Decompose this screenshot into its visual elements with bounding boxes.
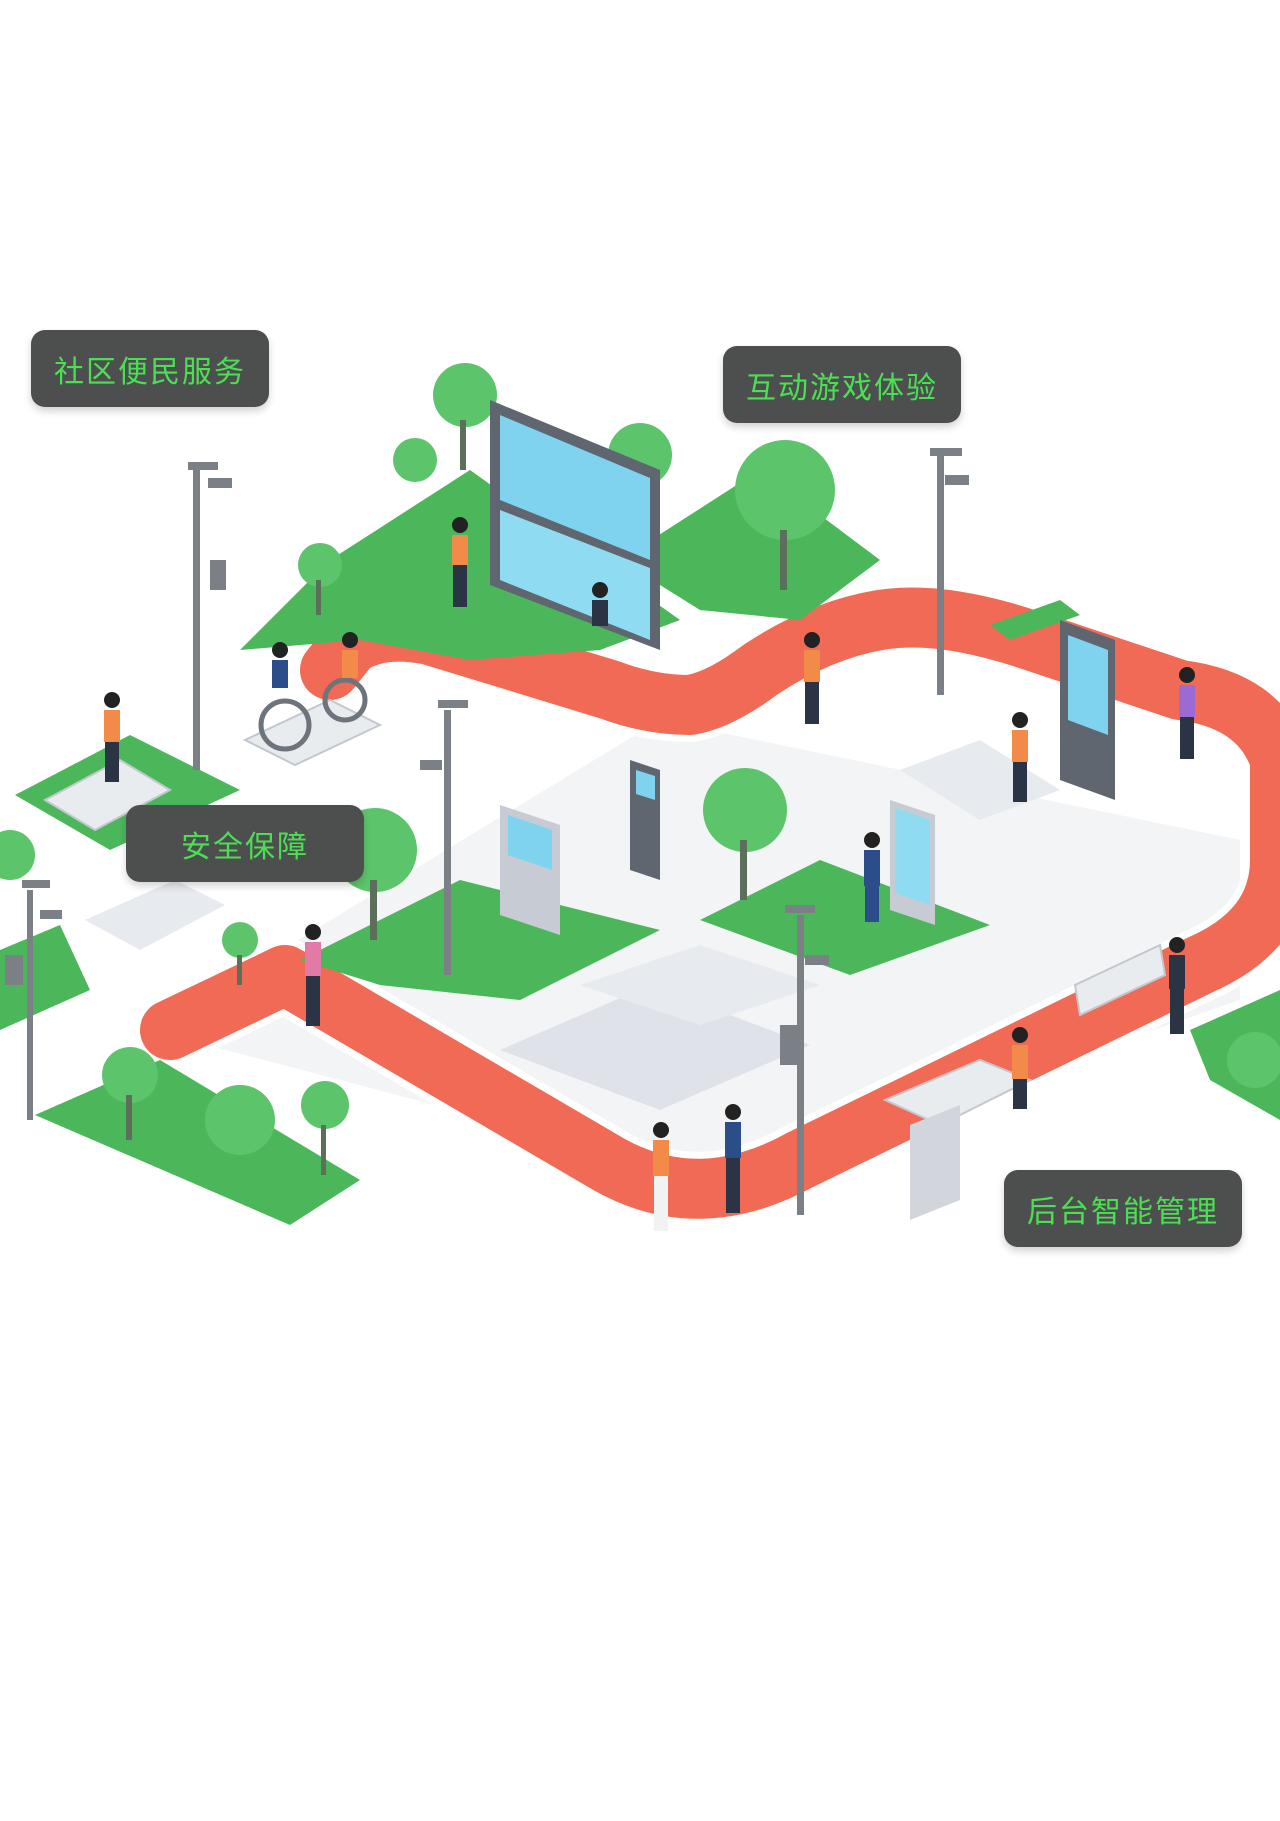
label-backend-management: 后台智能管理 [1004,1170,1242,1247]
label-community-services: 社区便民服务 [31,330,269,407]
label-text: 互动游戏体验 [746,370,938,406]
street-lamp-icon [22,448,969,1215]
label-text: 社区便民服务 [54,354,246,390]
label-interactive-games: 互动游戏体验 [723,346,961,423]
bench-icon [42,758,1167,1220]
exercise-bike-icon [242,677,383,767]
label-safety: 安全保障 [126,805,364,882]
label-text: 后台智能管理 [1027,1194,1219,1230]
label-text: 安全保障 [181,829,309,865]
person-icon [104,517,1195,1231]
kiosk-icon [5,560,1115,1065]
running-track [133,580,1280,1226]
billboard-icon [490,400,660,650]
